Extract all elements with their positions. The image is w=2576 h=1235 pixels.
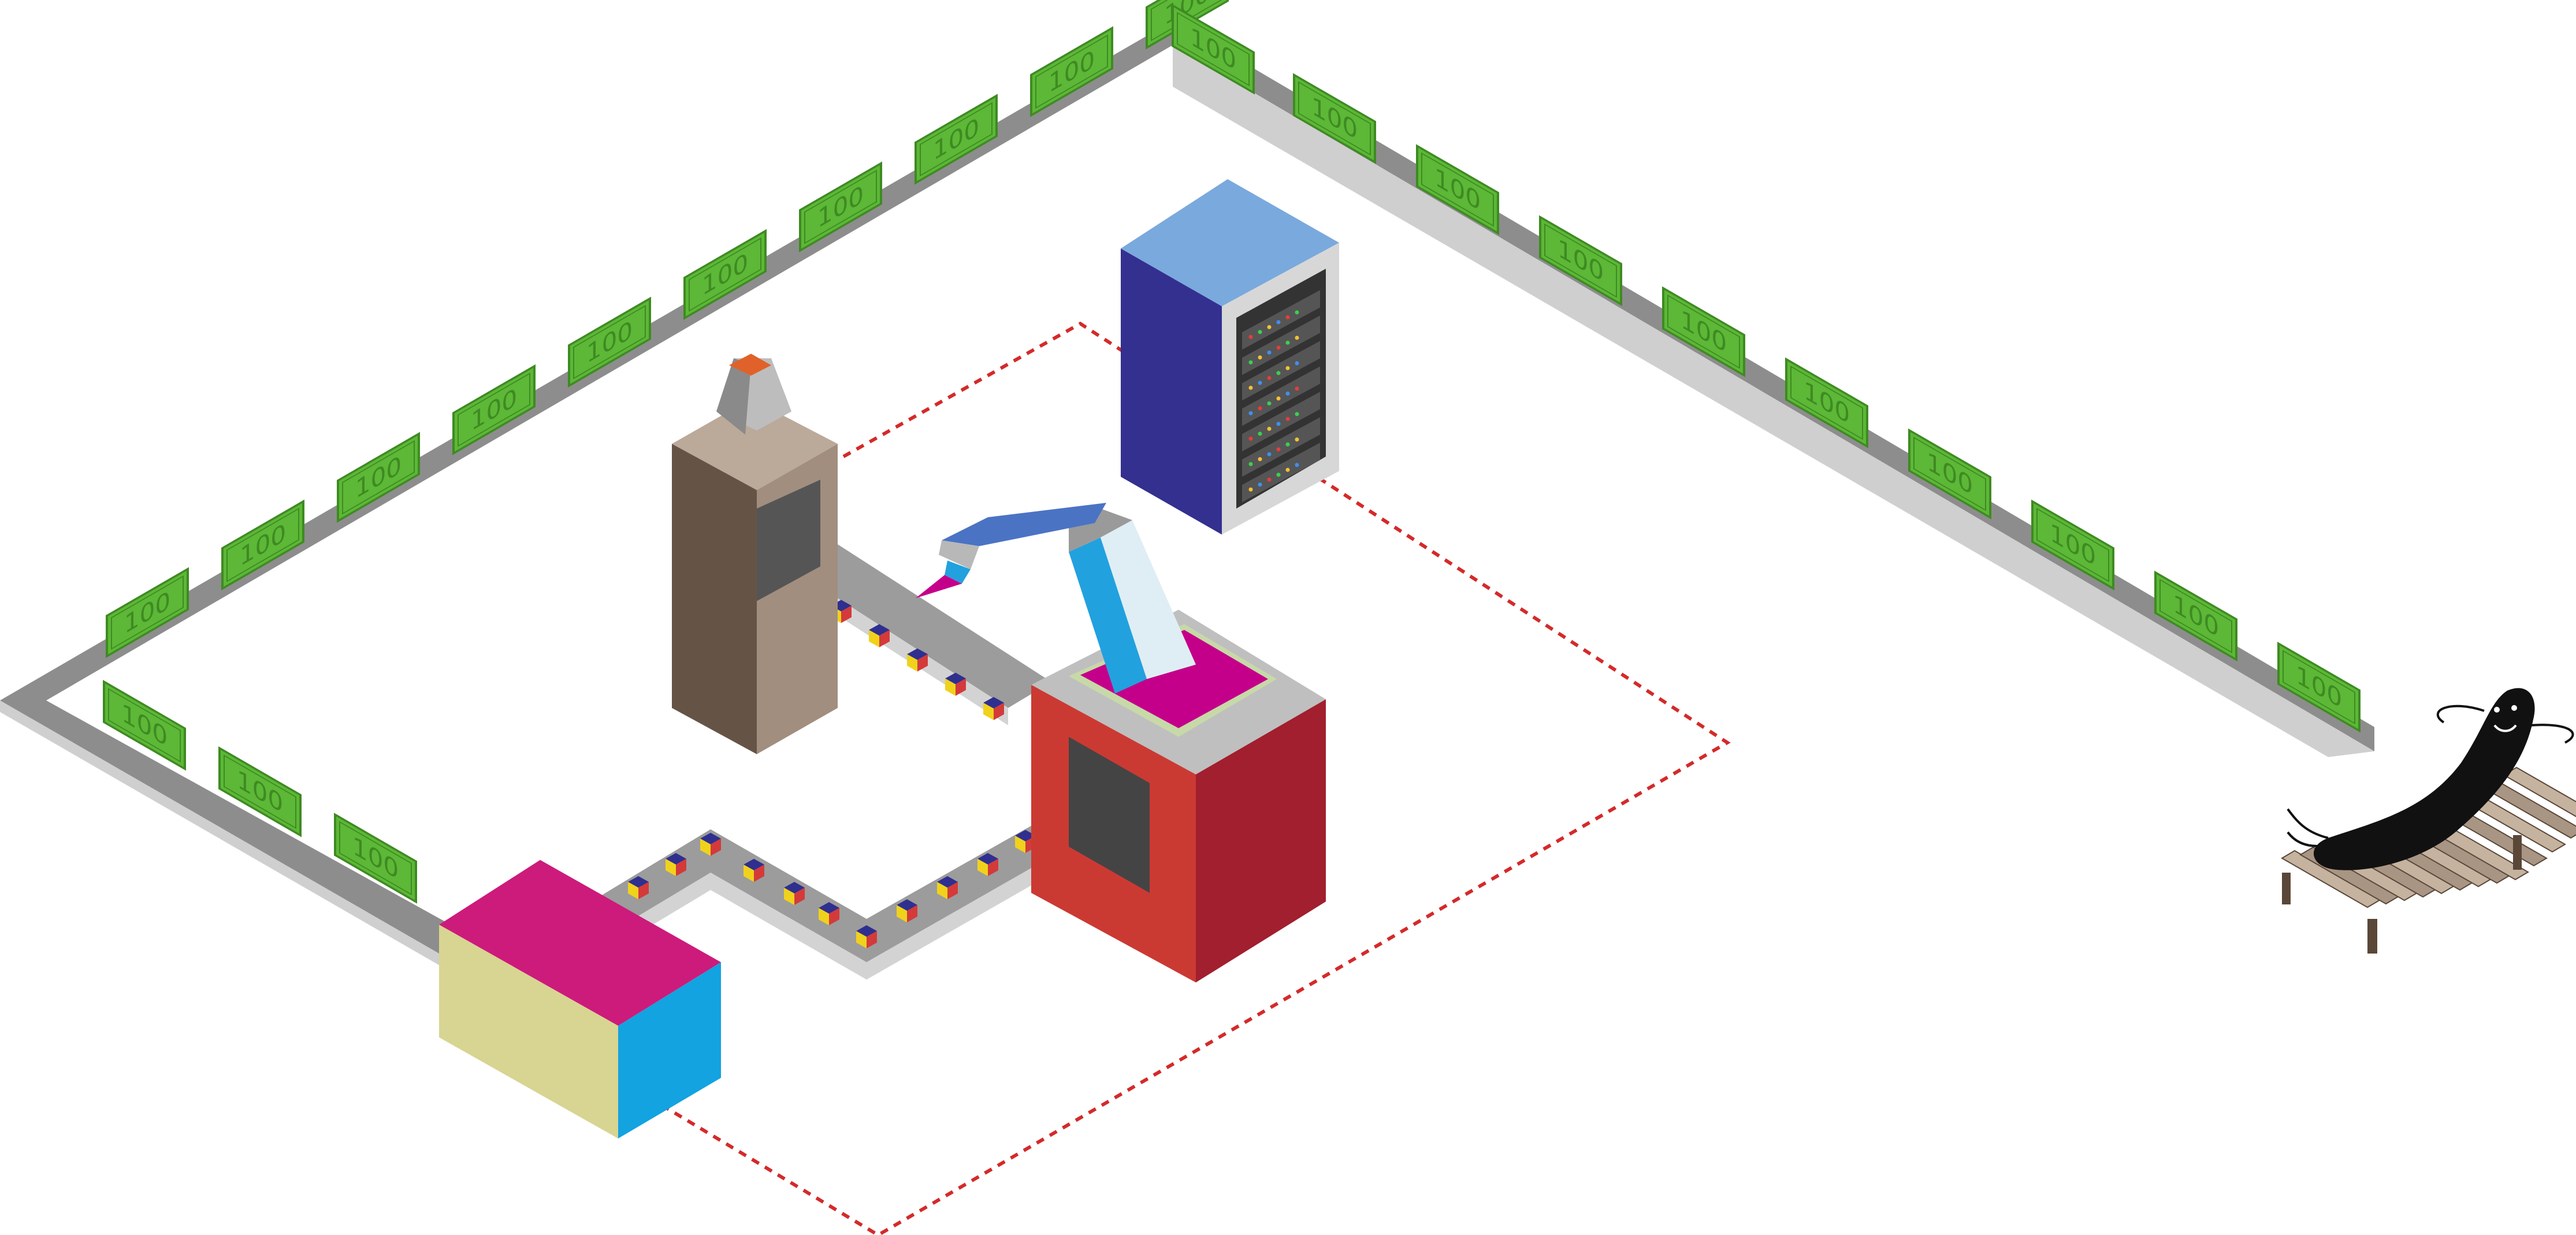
product-cube <box>869 624 890 647</box>
track-lower-left-side <box>0 700 439 965</box>
banknote-icon: 100 <box>106 567 189 658</box>
track-lower-left-top <box>0 700 451 954</box>
product-cube <box>945 673 966 696</box>
robot-arm-icon <box>916 503 1196 693</box>
packing-box <box>439 860 721 1138</box>
product-cube <box>700 833 721 856</box>
product-cube <box>819 902 839 925</box>
banknote-icon: 100 <box>1908 428 1991 520</box>
product-cube <box>897 899 917 922</box>
furnace <box>1031 610 1326 982</box>
worker-figure-icon <box>2287 688 2574 870</box>
product-cube <box>907 648 928 672</box>
product-cube <box>977 853 998 876</box>
server-rack-icon <box>1121 179 1339 535</box>
banknote-icon: 100 <box>337 432 420 523</box>
product-cube <box>983 697 1004 720</box>
product-cube <box>784 882 805 905</box>
banknote-icon: 100 <box>452 364 536 455</box>
conveyor-furnace-to-box <box>601 769 1150 980</box>
product-cube <box>937 876 958 899</box>
banknote-icon: 100 <box>1785 357 1868 448</box>
product-cube <box>666 853 686 876</box>
product-cube <box>628 876 649 899</box>
press-tower <box>672 354 838 754</box>
factory-boundary <box>663 321 1731 1235</box>
banknote-icon: 100 <box>221 499 304 591</box>
banknote-icon: 100 <box>1416 144 1499 235</box>
product-cube <box>856 925 877 948</box>
track-upper-right-side <box>1173 45 2374 757</box>
product-cube <box>744 859 764 882</box>
server-rack-slots <box>1242 290 1320 502</box>
banknote-icon: 100 <box>2277 641 2361 733</box>
